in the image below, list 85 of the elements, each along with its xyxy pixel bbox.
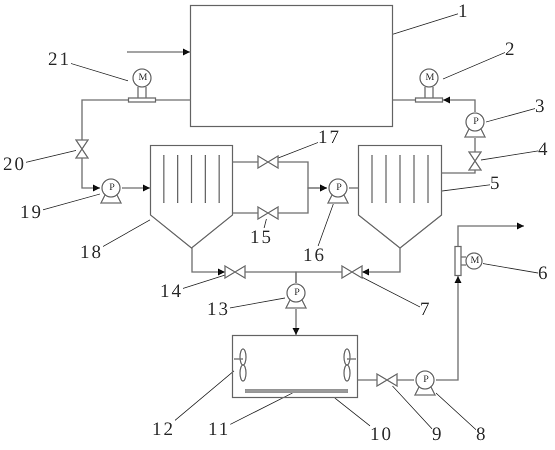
leader-line bbox=[392, 13, 458, 35]
callout-number: 2 bbox=[505, 40, 516, 60]
callout-number: 14 bbox=[160, 282, 183, 302]
callout-number: 21 bbox=[48, 50, 71, 70]
pipe-line bbox=[295, 271, 342, 283]
callout-number: 12 bbox=[152, 420, 175, 440]
valve-symbol bbox=[76, 140, 88, 158]
symbol-letter: P bbox=[472, 117, 480, 127]
flow-arrow bbox=[436, 276, 462, 381]
callout-number: 9 bbox=[432, 425, 444, 445]
pipe-line bbox=[233, 212, 258, 214]
callout-number: 6 bbox=[538, 264, 550, 284]
callout-number: 19 bbox=[20, 203, 43, 223]
tank bbox=[190, 5, 393, 127]
pipe-line bbox=[233, 161, 258, 163]
filter-plate bbox=[245, 389, 348, 393]
symbol-letter: M bbox=[424, 73, 436, 83]
leader-line bbox=[480, 150, 538, 160]
leader-line bbox=[442, 52, 506, 80]
leader-line bbox=[318, 204, 334, 246]
valve-symbol bbox=[342, 266, 362, 278]
flow-arrow bbox=[191, 248, 225, 276]
pipe-line bbox=[474, 138, 476, 152]
valve-symbol bbox=[258, 207, 278, 219]
symbol-letter: M bbox=[470, 256, 480, 266]
callout-number: 13 bbox=[207, 300, 230, 320]
pipe-line bbox=[442, 170, 476, 174]
leader-line bbox=[436, 392, 476, 430]
flow-arrow bbox=[443, 96, 476, 112]
leader-line bbox=[230, 298, 286, 308]
callout-number: 20 bbox=[3, 155, 26, 175]
leader-line bbox=[174, 370, 234, 421]
leader-line bbox=[26, 150, 76, 163]
callout-number: 17 bbox=[318, 128, 341, 148]
symbol-letter: M bbox=[138, 73, 148, 83]
callout-number: 7 bbox=[420, 300, 432, 320]
settling-tank bbox=[150, 145, 233, 248]
settling-tank bbox=[358, 145, 442, 248]
leader-line bbox=[278, 142, 318, 159]
flow-arrow bbox=[122, 184, 150, 192]
leader-line bbox=[482, 263, 538, 274]
callout-number: 1 bbox=[458, 2, 470, 22]
leader-line bbox=[392, 386, 432, 430]
leader-line bbox=[70, 63, 128, 82]
flow-arrow bbox=[127, 48, 190, 56]
pipe-line bbox=[349, 187, 358, 189]
callout-number: 3 bbox=[535, 97, 546, 117]
valve-symbol bbox=[469, 152, 481, 170]
leader-line bbox=[102, 219, 150, 247]
symbol-letter: P bbox=[108, 183, 116, 193]
flow-arrow bbox=[292, 309, 300, 335]
callout-number: 4 bbox=[538, 140, 550, 160]
callout-number: 5 bbox=[490, 174, 502, 194]
pipe-line bbox=[393, 99, 415, 101]
leader-line bbox=[264, 218, 267, 228]
valve-symbol bbox=[377, 374, 397, 386]
leader-line bbox=[486, 108, 536, 122]
valve-symbol bbox=[225, 266, 245, 278]
callout-number: 15 bbox=[250, 228, 273, 248]
flow-arrow bbox=[278, 184, 327, 214]
leader-line bbox=[334, 398, 370, 426]
callout-number: 10 bbox=[370, 425, 393, 445]
symbol-letter: P bbox=[335, 183, 343, 193]
symbol-letter: P bbox=[422, 375, 430, 385]
valve-symbol bbox=[258, 156, 278, 168]
callout-number: 11 bbox=[208, 420, 230, 440]
flow-arrow bbox=[457, 222, 524, 246]
pipe-line bbox=[156, 99, 190, 101]
leader-line bbox=[42, 194, 100, 210]
pipe-line bbox=[397, 379, 414, 381]
stirrer-propeller bbox=[234, 349, 248, 381]
pipe-line bbox=[358, 379, 377, 381]
stirrer-propeller bbox=[342, 349, 356, 381]
leader-line bbox=[362, 276, 420, 308]
leader-line bbox=[230, 392, 293, 425]
tank bbox=[232, 335, 358, 398]
callout-number: 8 bbox=[476, 425, 488, 445]
flow-arrow bbox=[81, 158, 100, 192]
leader-line bbox=[442, 184, 490, 192]
callout-number: 16 bbox=[303, 246, 326, 266]
symbol-letter: P bbox=[293, 288, 301, 298]
leader-line bbox=[182, 274, 226, 289]
callout-number: 18 bbox=[80, 243, 103, 263]
pipe-line bbox=[81, 99, 128, 140]
flow-arrow bbox=[362, 248, 401, 276]
